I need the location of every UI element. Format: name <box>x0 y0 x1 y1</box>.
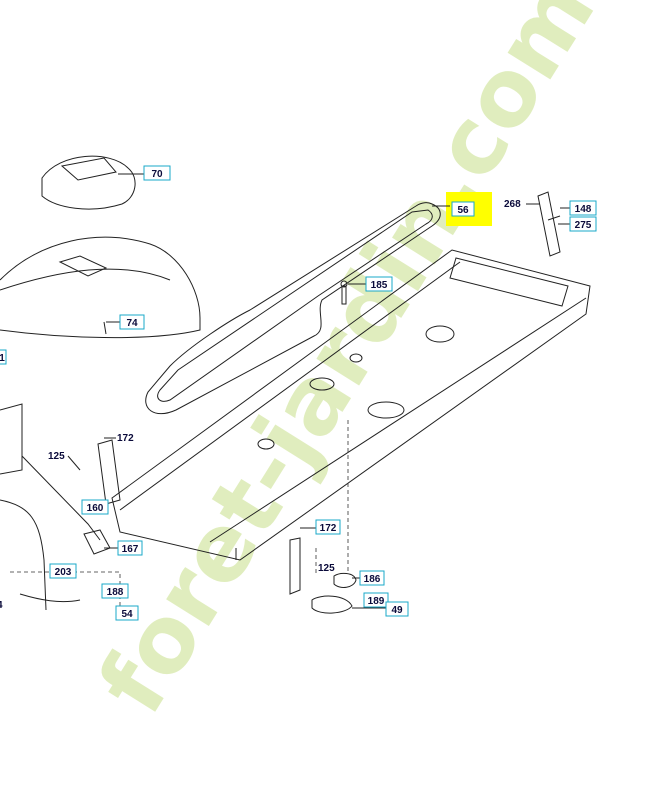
callout-125-upper[interactable]: 125 <box>48 451 81 471</box>
svg-text:268: 268 <box>504 199 521 210</box>
callout-186[interactable]: 186 <box>352 570 385 586</box>
callout-74[interactable]: 74 <box>106 314 145 330</box>
svg-text:70: 70 <box>151 169 163 180</box>
svg-text:4: 4 <box>0 600 3 611</box>
watermark: foret-jardin.com <box>78 0 616 732</box>
callout-268[interactable]: 268 <box>504 199 540 210</box>
callout-1[interactable]: 1 <box>0 349 7 365</box>
svg-text:125: 125 <box>48 451 65 462</box>
svg-text:1: 1 <box>0 353 5 364</box>
hood-cover <box>0 236 201 339</box>
left-linkage <box>0 403 121 620</box>
svg-text:186: 186 <box>364 574 381 585</box>
svg-text:188: 188 <box>107 587 124 598</box>
callout-188[interactable]: 188 <box>101 583 129 599</box>
bolt-74 <box>103 321 107 335</box>
lift-rod <box>537 191 561 257</box>
callout-4[interactable]: 4 <box>0 600 3 611</box>
callout-203[interactable]: 203 <box>49 563 77 579</box>
drive-belt <box>145 202 441 415</box>
svg-text:74: 74 <box>126 318 138 329</box>
svg-text:185: 185 <box>371 280 388 291</box>
callout-160[interactable]: 160 <box>81 499 109 515</box>
svg-text:148: 148 <box>575 204 592 215</box>
callout-167[interactable]: 167 <box>104 540 143 556</box>
bolt-185 <box>340 280 348 305</box>
svg-text:56: 56 <box>457 205 469 216</box>
callout-49[interactable]: 49 <box>352 601 409 617</box>
right-lower-brackets <box>289 420 357 614</box>
callout-185[interactable]: 185 <box>348 276 393 292</box>
svg-text:189: 189 <box>368 596 385 607</box>
callout-172-lower[interactable]: 172 <box>300 519 341 535</box>
svg-text:125: 125 <box>318 563 335 574</box>
callout-70[interactable]: 70 <box>118 165 171 181</box>
svg-text:172: 172 <box>117 433 134 444</box>
svg-text:54: 54 <box>121 609 133 620</box>
callout-54[interactable]: 54 <box>115 605 139 621</box>
callout-148[interactable]: 148 <box>560 200 597 216</box>
svg-text:275: 275 <box>575 220 592 231</box>
svg-text:203: 203 <box>55 567 72 578</box>
dash-panel-part <box>41 155 136 210</box>
chassis-frame <box>111 249 591 561</box>
svg-text:172: 172 <box>320 523 337 534</box>
callout-125-lower[interactable]: 125 <box>318 563 335 574</box>
svg-text:49: 49 <box>391 605 403 616</box>
callout-189[interactable]: 189 <box>363 592 389 608</box>
watermark-text: foret-jardin.com <box>78 0 616 732</box>
svg-text:160: 160 <box>87 503 104 514</box>
callout-275[interactable]: 275 <box>558 216 597 232</box>
callout-172-upper[interactable]: 172 <box>104 433 134 444</box>
svg-text:167: 167 <box>122 544 139 555</box>
callout-56[interactable]: 56 <box>432 201 475 217</box>
